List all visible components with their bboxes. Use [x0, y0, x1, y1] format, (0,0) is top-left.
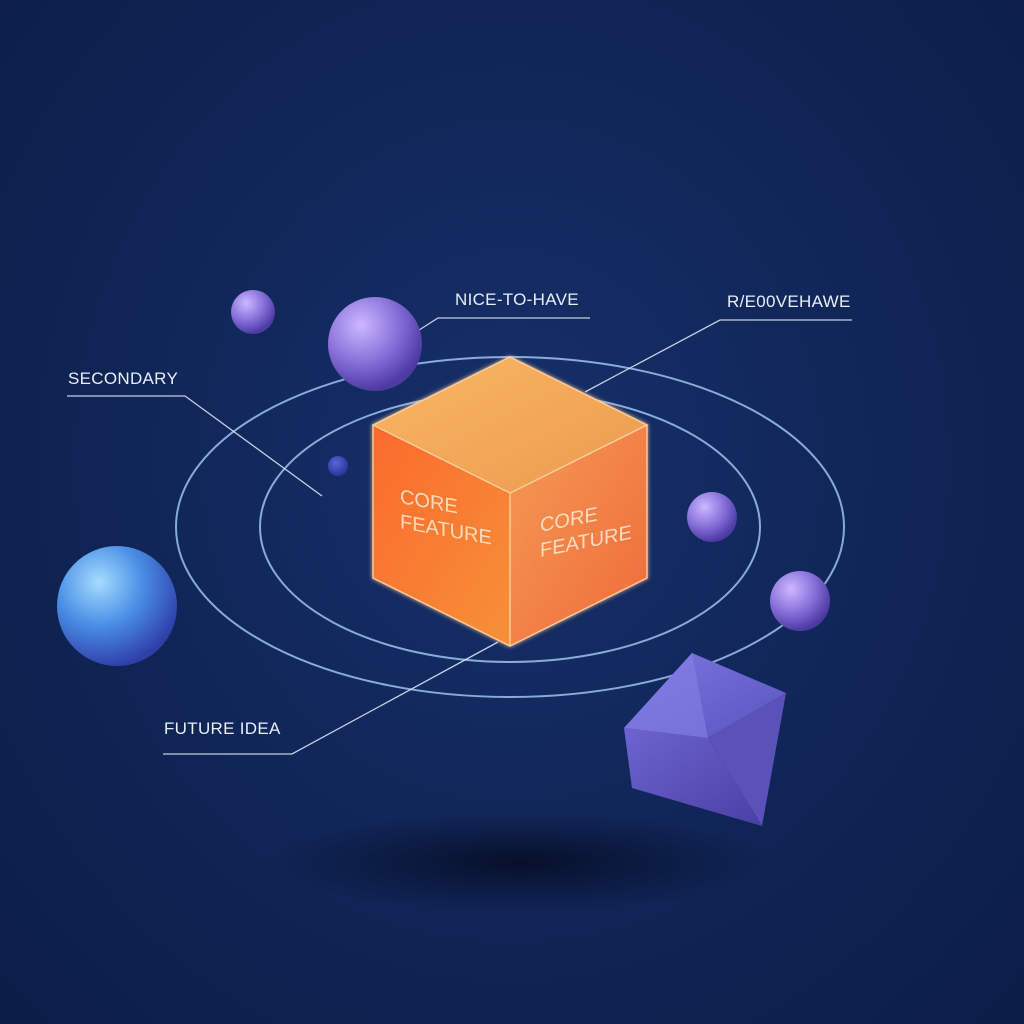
right-purple-sphere: [687, 492, 737, 542]
tiny-blue-dot: [328, 456, 348, 476]
future-idea-polyhedron: [624, 653, 786, 826]
top-right-leader: [584, 319, 852, 393]
top-right-label: R/E00VEHAWE: [727, 292, 851, 311]
secondary-label: SECONDARY: [68, 369, 178, 388]
far-right-purple-sphere: [770, 571, 830, 631]
future-idea-leader: [163, 641, 499, 755]
cube-left-face: [373, 425, 510, 646]
nice-to-have-sphere: [328, 297, 422, 391]
nice-to-have-label: NICE-TO-HAVE: [455, 290, 579, 309]
cube-right-face: [510, 425, 647, 646]
floor-shadow: [270, 812, 770, 912]
future-idea-label: FUTURE IDEA: [164, 719, 281, 738]
secondary-leader: [67, 395, 323, 497]
core-feature-cube: [371, 356, 649, 647]
small-purple-sphere: [231, 290, 275, 334]
leader-lines: [67, 317, 852, 755]
large-blue-sphere: [57, 546, 177, 666]
